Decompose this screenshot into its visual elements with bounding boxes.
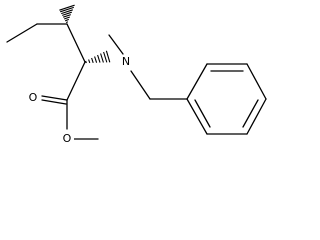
svg-text:O: O <box>63 132 72 145</box>
atom-label-ester-oxygen: O <box>60 132 74 146</box>
svg-text:N: N <box>122 55 130 68</box>
svg-text:O: O <box>29 91 38 104</box>
atom-label-nitrogen: N <box>119 55 133 69</box>
bond-n-methyl <box>108 34 124 55</box>
benzene-ring <box>186 63 267 135</box>
bond-ch-to-alpha <box>66 23 86 63</box>
bond-alpha-to-carbonyl <box>66 61 86 101</box>
bond-ethyl-ch3 <box>6 23 38 43</box>
bond-carbonyl-double-a <box>41 95 68 101</box>
hashed-bond-to-nitrogen <box>85 50 111 64</box>
bond-n-to-benzyl-ch2 <box>130 70 151 100</box>
molecule-structure: N O O <box>6 4 267 146</box>
atom-label-carbonyl-oxygen: O <box>26 91 40 105</box>
bond-carbonyl-double-b <box>41 99 67 105</box>
hashed-bond-methyl <box>59 4 75 24</box>
